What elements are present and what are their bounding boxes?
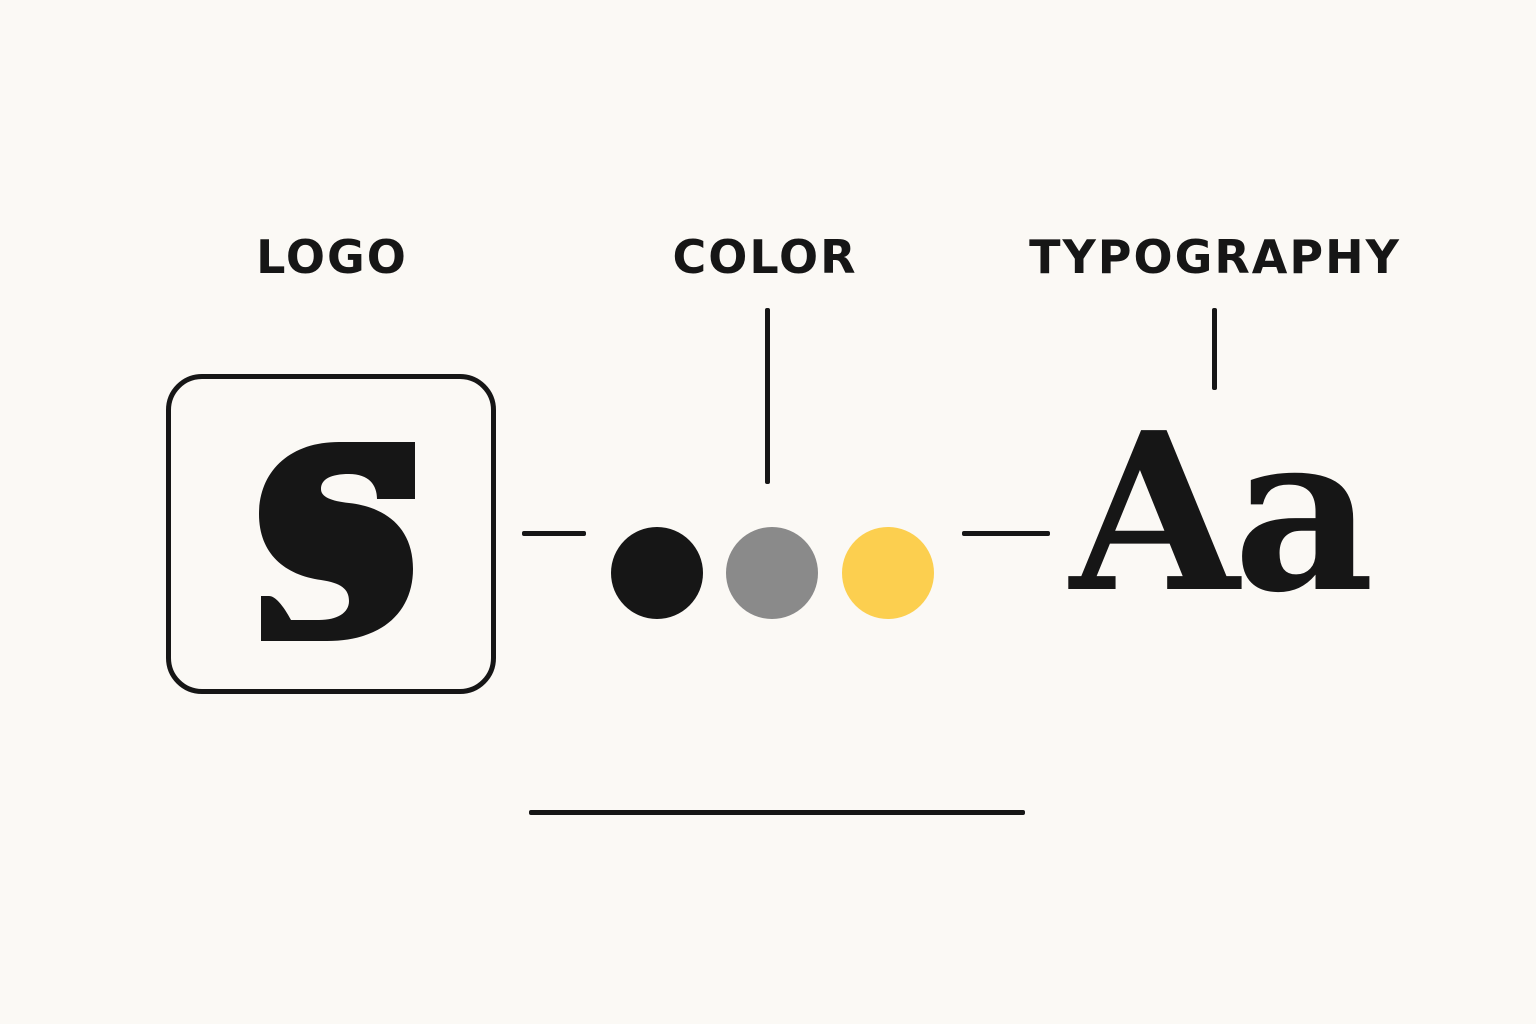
logo-to-color-connector — [522, 531, 586, 536]
logo-label: LOGO — [256, 230, 408, 284]
bottom-rule — [529, 810, 1025, 815]
color-swatch-gray — [726, 527, 818, 619]
color-swatch-yellow — [842, 527, 934, 619]
color-label: COLOR — [672, 230, 858, 284]
typography-label: TYPOGRAPHY — [1029, 230, 1401, 284]
s-monogram-icon — [259, 442, 415, 641]
color-connector-line — [765, 308, 770, 484]
color-to-typography-connector — [962, 531, 1050, 536]
typography-connector-line — [1212, 308, 1217, 390]
logo-box — [166, 374, 496, 694]
color-swatch-black — [611, 527, 703, 619]
typography-sample: Aa — [1070, 385, 1374, 641]
